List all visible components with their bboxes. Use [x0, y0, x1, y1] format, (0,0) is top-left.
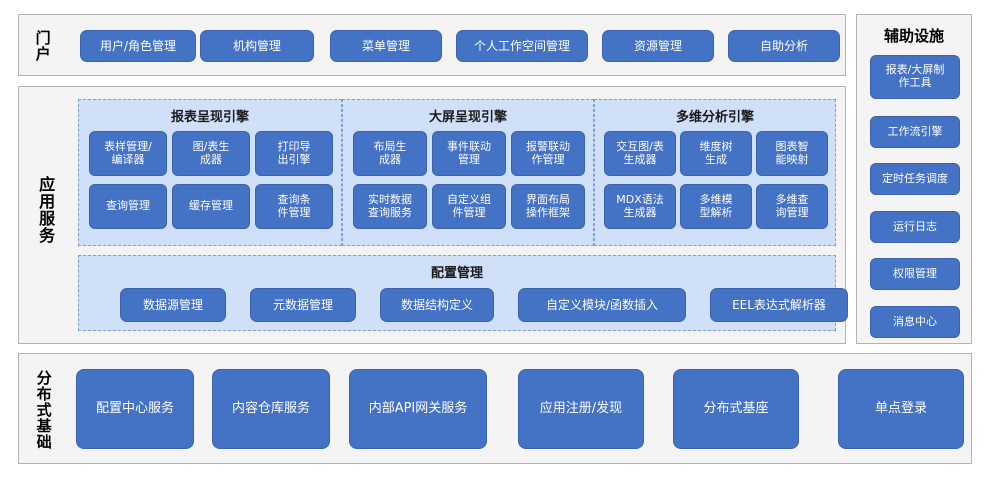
- engine-item-query-management[interactable]: 查询管理: [89, 184, 167, 229]
- portal-item-self-service-analysis[interactable]: 自助分析: [728, 30, 840, 62]
- engine-item-multidim-query-management[interactable]: 多维查 询管理: [756, 184, 828, 229]
- config-item-custom-module-function-insert[interactable]: 自定义模块/函数插入: [518, 288, 686, 322]
- portal-panel: 门户 用户/角色管理 机构管理 菜单管理 个人工作空间管理 资源管理 自助分析: [18, 14, 846, 76]
- aux-item-scheduled-task[interactable]: 定时任务调度: [870, 163, 960, 195]
- config-management-title: 配置管理: [430, 266, 483, 281]
- config-management-group: 配置管理 数据源管理 元数据管理 数据结构定义 自定义模块/函数插入 EEL表达…: [78, 255, 848, 331]
- engine-item-mdx-syntax-generator[interactable]: MDX语法 生成器: [604, 184, 676, 229]
- engine-item-dimension-tree-generation[interactable]: 维度树 生成: [680, 131, 752, 176]
- engine-item-print-export-engine[interactable]: 打印导 出引擎: [255, 131, 333, 176]
- aux-section-title: 辅助设施: [883, 27, 944, 45]
- foundation-panel: 分布式基础 配置中心服务 内容仓库服务 内部API网关服务 应用注册/发现 分布…: [18, 353, 972, 464]
- portal-section-label: 门户: [33, 30, 52, 62]
- app-services-panel: 应用服务 报表呈现引擎 表样管理/ 编译器 图/表生 成器 打印导 出引擎 查询…: [18, 86, 848, 344]
- engine-item-alarm-linkage-action-management[interactable]: 报警联动 作管理: [511, 131, 585, 176]
- aux-panel: 辅助设施 报表/大屏制 作工具 工作流引擎 定时任务调度 运行日志 权限管理 消…: [856, 14, 972, 344]
- app-services-section-label: 应用服务: [36, 176, 56, 244]
- engine-item-multidim-model-parsing[interactable]: 多维模 型解析: [680, 184, 752, 229]
- portal-item-user-role-management[interactable]: 用户/角色管理: [80, 30, 196, 62]
- foundation-item-config-center-service[interactable]: 配置中心服务: [76, 369, 194, 449]
- foundation-section-label: 分布式基础: [34, 369, 53, 450]
- portal-item-org-management[interactable]: 机构管理: [200, 30, 314, 62]
- engine-item-event-linkage-management[interactable]: 事件联动 管理: [432, 131, 506, 176]
- aux-item-permission-management[interactable]: 权限管理: [870, 258, 960, 290]
- engine-group-dashboard-rendering: 大屏呈现引擎 布局生 成器 事件联动 管理 报警联动 作管理 实时数据 查询服务…: [342, 99, 594, 246]
- engine-item-chart-table-generator[interactable]: 图/表生 成器: [172, 131, 250, 176]
- engine-group-report-rendering-title: 报表呈现引擎: [170, 110, 249, 125]
- foundation-item-content-repository-service[interactable]: 内容仓库服务: [212, 369, 330, 449]
- engine-item-interactive-chart-table-generator[interactable]: 交互图/表 生成器: [604, 131, 676, 176]
- config-item-eel-expression-parser[interactable]: EEL表达式解析器: [710, 288, 848, 322]
- engine-group-multidim-analysis: 多维分析引擎 交互图/表 生成器 维度树 生成 图表智 能映射 MDX语法 生成…: [594, 99, 836, 246]
- foundation-item-app-registration-discovery[interactable]: 应用注册/发现: [518, 369, 644, 449]
- aux-item-report-dashboard-tool[interactable]: 报表/大屏制 作工具: [870, 55, 960, 99]
- engine-item-custom-component-management[interactable]: 自定义组 件管理: [432, 184, 506, 229]
- foundation-item-distributed-base[interactable]: 分布式基座: [673, 369, 799, 449]
- engine-item-cache-management[interactable]: 缓存管理: [172, 184, 250, 229]
- engine-item-chart-smart-mapping[interactable]: 图表智 能映射: [756, 131, 828, 176]
- foundation-item-internal-api-gateway-service[interactable]: 内部API网关服务: [349, 369, 487, 449]
- aux-item-workflow-engine[interactable]: 工作流引擎: [870, 116, 960, 148]
- engine-item-layout-generator[interactable]: 布局生 成器: [353, 131, 427, 176]
- config-item-datasource-management[interactable]: 数据源管理: [120, 288, 226, 322]
- engine-group-multidim-analysis-title: 多维分析引擎: [675, 110, 754, 125]
- engine-group-dashboard-rendering-title: 大屏呈现引擎: [428, 110, 507, 125]
- engine-item-query-condition-management[interactable]: 查询条 件管理: [255, 184, 333, 229]
- portal-item-resource-management[interactable]: 资源管理: [602, 30, 714, 62]
- engine-item-realtime-data-query-service[interactable]: 实时数据 查询服务: [353, 184, 427, 229]
- engine-item-ui-layout-operation-framework[interactable]: 界面布局 操作框架: [511, 184, 585, 229]
- engine-item-template-management-compiler[interactable]: 表样管理/ 编译器: [89, 131, 167, 176]
- foundation-item-single-sign-on[interactable]: 单点登录: [838, 369, 964, 449]
- aux-item-message-center[interactable]: 消息中心: [870, 306, 960, 338]
- portal-item-menu-management[interactable]: 菜单管理: [330, 30, 442, 62]
- config-item-data-structure-definition[interactable]: 数据结构定义: [380, 288, 494, 322]
- aux-item-runtime-log[interactable]: 运行日志: [870, 211, 960, 243]
- engine-group-report-rendering: 报表呈现引擎 表样管理/ 编译器 图/表生 成器 打印导 出引擎 查询管理 缓存…: [78, 99, 342, 246]
- config-item-metadata-management[interactable]: 元数据管理: [250, 288, 356, 322]
- portal-item-personal-workspace-management[interactable]: 个人工作空间管理: [456, 30, 588, 62]
